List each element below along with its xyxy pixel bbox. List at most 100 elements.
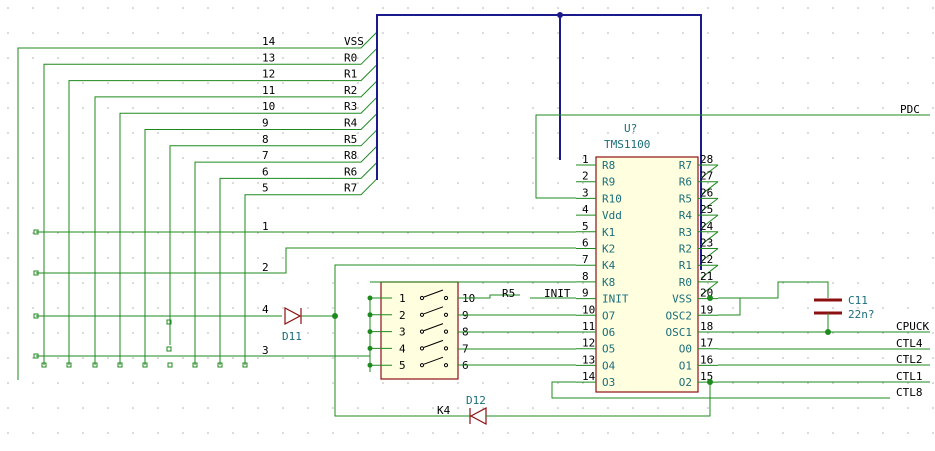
- grid-dot: [157, 382, 159, 384]
- grid-dot: [707, 107, 709, 109]
- ic-right-pins: 28R727R626R525R424R323R222R121R020VSS19O…: [666, 153, 719, 389]
- grid-dot: [7, 357, 9, 359]
- grid-dot: [532, 282, 534, 284]
- grid-dot: [207, 157, 209, 159]
- grid-dot: [7, 307, 9, 309]
- grid-dot: [707, 82, 709, 84]
- ic-pin-number: 17: [700, 337, 713, 350]
- grid-dot: [182, 282, 184, 284]
- grid-dot: [207, 257, 209, 259]
- ic-pin-name: O4: [602, 359, 616, 372]
- grid-dot: [782, 357, 784, 359]
- grid-dot: [332, 357, 334, 359]
- grid-dot: [357, 107, 359, 109]
- grid-dot: [132, 407, 134, 409]
- grid-dot: [207, 182, 209, 184]
- grid-dot: [382, 182, 384, 184]
- grid-dot: [282, 182, 284, 184]
- grid-dot: [257, 157, 259, 159]
- grid-dot: [732, 232, 734, 234]
- grid-dot: [332, 257, 334, 259]
- grid-dot: [232, 157, 234, 159]
- ic-pin-number: 9: [582, 287, 589, 300]
- bus-entry-label: R4: [344, 117, 358, 130]
- grid-dot: [857, 357, 859, 359]
- grid-dot: [407, 382, 409, 384]
- grid-dot: [132, 332, 134, 334]
- grid-dot: [7, 132, 9, 134]
- ic-pin-name: Vdd: [602, 209, 622, 222]
- grid-dot: [857, 382, 859, 384]
- ic-pin-number: 13: [582, 353, 595, 366]
- bus-entry-label: VSS: [344, 35, 364, 48]
- grid-dot: [832, 157, 834, 159]
- grid-dot: [782, 182, 784, 184]
- net-label-r5: R5: [502, 287, 515, 300]
- grid-dot: [7, 232, 9, 234]
- ic-pin-name: O5: [602, 343, 615, 356]
- junction: [707, 379, 713, 385]
- grid-dot: [507, 132, 509, 134]
- grid-dot: [57, 282, 59, 284]
- grid-dot: [357, 357, 359, 359]
- grid-dot: [507, 407, 509, 409]
- bus-entry-label: R2: [344, 84, 357, 97]
- grid-dot: [407, 32, 409, 34]
- grid-dot: [932, 7, 934, 9]
- ic-pin-number: 24: [700, 220, 714, 233]
- ic-pin-name: O1: [679, 359, 692, 372]
- grid-dot: [82, 257, 84, 259]
- grid-dot: [432, 407, 434, 409]
- grid-dot: [907, 82, 909, 84]
- grid-dot: [407, 157, 409, 159]
- grid-dot: [607, 7, 609, 9]
- dip-contact: [419, 346, 425, 351]
- grid-dot: [232, 107, 234, 109]
- grid-dot: [482, 207, 484, 209]
- grid-dot: [182, 82, 184, 84]
- grid-dot: [157, 82, 159, 84]
- bus-entry-number: 8: [262, 133, 269, 146]
- grid-dot: [357, 57, 359, 59]
- grid-dot: [782, 407, 784, 409]
- grid-dot: [232, 282, 234, 284]
- net-label-pdc: PDC: [900, 103, 920, 116]
- bus-entry-diag: [700, 264, 719, 279]
- ic-pin-name: K4: [602, 259, 616, 272]
- grid-dot: [532, 82, 534, 84]
- grid-dot: [157, 432, 159, 434]
- grid-dot: [232, 182, 234, 184]
- grid-dot: [532, 332, 534, 334]
- grid-dot: [582, 257, 584, 259]
- grid-dot: [832, 7, 834, 9]
- dip-contact: [443, 329, 449, 334]
- grid-dot: [632, 407, 634, 409]
- grid-dot: [657, 7, 659, 9]
- grid-dot: [932, 257, 934, 259]
- grid-dot: [207, 82, 209, 84]
- grid-dot: [732, 332, 734, 334]
- grid-dot: [407, 132, 409, 134]
- wire-vss-cap: [718, 281, 829, 299]
- ic-pin-name: K2: [602, 243, 615, 256]
- grid-dot: [807, 232, 809, 234]
- grid-dot: [307, 7, 309, 9]
- grid-dot: [357, 382, 359, 384]
- grid-dot: [407, 432, 409, 434]
- grid-dot: [32, 257, 34, 259]
- grid-dot: [457, 207, 459, 209]
- grid-dot: [257, 82, 259, 84]
- grid-dot: [557, 232, 559, 234]
- grid-dot: [332, 282, 334, 284]
- grid-dot: [307, 57, 309, 59]
- ic-pin-name: O2: [679, 376, 692, 389]
- bus-entry-label: R1: [344, 68, 357, 81]
- grid-dot: [757, 107, 759, 109]
- grid-dot: [582, 82, 584, 84]
- grid-dot: [157, 282, 159, 284]
- terminal: [166, 346, 172, 352]
- grid-dot: [807, 407, 809, 409]
- grid-dot: [757, 157, 759, 159]
- dip-pin-left: 3: [399, 326, 406, 339]
